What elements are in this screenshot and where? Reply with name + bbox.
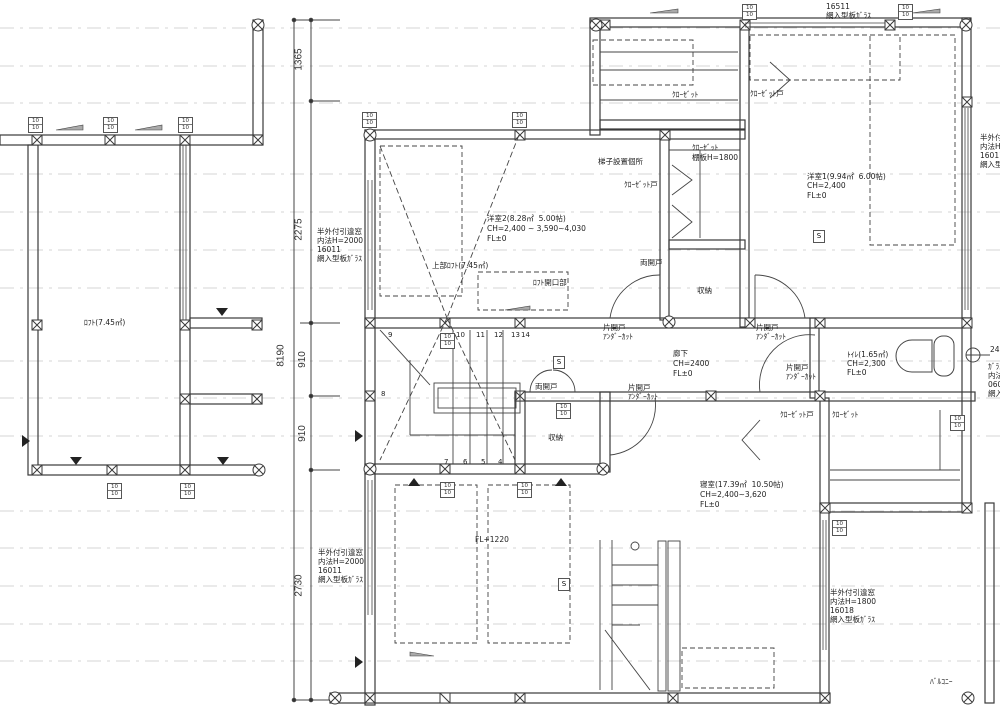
toilet-ch: CH=2,300 xyxy=(847,359,886,368)
closet-door-bedroom-label: ｸﾛｰｾﾞｯﾄ戸 xyxy=(780,410,814,419)
stair-step-9: 9 xyxy=(388,331,393,339)
dimension-lines xyxy=(291,17,340,703)
wedge-markers xyxy=(55,8,941,657)
stair-step-6: 6 xyxy=(463,458,468,466)
circle-columns xyxy=(251,18,975,705)
stair-step-8: 8 xyxy=(381,390,386,398)
window-note-right-top: 半外付 内法H 16011 網入型 xyxy=(980,133,1000,169)
hinged-door-2-label: 片開戸 ｱﾝﾀﾞｰｶｯﾄ xyxy=(756,323,786,341)
dim-910-b: 910 xyxy=(296,425,308,442)
dim-2730: 2730 xyxy=(293,574,305,597)
toilet-fixture xyxy=(895,335,990,377)
s-marker-loft: S xyxy=(558,578,570,591)
dim-total-8190: 8190 xyxy=(275,344,287,367)
corridor-label: 廊下 xyxy=(673,349,688,358)
loft-opening-label: ﾛﾌﾄ開口部 xyxy=(533,278,567,287)
loft-label: ﾛﾌﾄ(7.45㎡) xyxy=(84,318,126,327)
stair-step-7: 7 xyxy=(444,458,449,466)
storage-label-2: 収納 xyxy=(548,433,563,442)
double-door-2-label: 両開戸 xyxy=(535,382,558,391)
window-note-bedroom: 半外付引違窓 内法H=1800 16018 網入型板ｶﾞﾗｽ xyxy=(830,588,877,624)
stair xyxy=(379,51,960,692)
hinged-door-1-label: 片開戸 ｱﾝﾀﾞｰｶｯﾄ xyxy=(603,323,633,341)
bedroom-label: 寝室(17.39㎡ 10.50帖) xyxy=(700,480,784,489)
door-swings xyxy=(529,61,816,461)
column-markers xyxy=(31,18,975,705)
window-note-toilet: ｶﾞﾗｽ 内法 0600 網入 xyxy=(988,362,1000,398)
storage-label-1: 収納 xyxy=(697,286,712,295)
dim-1365: 1365 xyxy=(293,48,305,71)
upper-loft-label: 上部ﾛﾌﾄ(7.45㎡) xyxy=(432,261,489,270)
stair-step-13: 13 xyxy=(511,331,520,339)
toilet-label: ﾄｲﾚ(1.65㎡) xyxy=(847,350,889,359)
western-room-2-label: 洋室2(8.28㎡ 5.00帖) xyxy=(487,214,566,223)
corridor-fl: FL±0 xyxy=(673,369,693,378)
western-room-2-fl: FL±0 xyxy=(487,234,507,243)
western-room-1-fl: FL±0 xyxy=(807,191,827,200)
direction-markers xyxy=(22,308,567,668)
stair-step-11: 11 xyxy=(476,331,485,339)
balcony-label: ﾊﾞﾙｺﾆｰ xyxy=(930,677,953,686)
grid-lines xyxy=(0,27,1000,662)
x-box-columns xyxy=(31,19,973,704)
s-marker-corridor: S xyxy=(553,356,565,369)
closet-top-label: ｸﾛｰｾﾞｯﾄ xyxy=(672,90,699,99)
hinged-door-3-label: 片開戸 ｱﾝﾀﾞｰｶｯﾄ xyxy=(628,383,658,401)
stair-step-4: 4 xyxy=(498,458,503,466)
corridor-ch: CH=2400 xyxy=(673,359,710,368)
stair-step-5: 5 xyxy=(481,458,486,466)
toilet-fl: FL±0 xyxy=(847,368,867,377)
window-note-left-2: 半外付引違窓 内法H=2000 16011 網入型板ｶﾞﾗｽ xyxy=(318,548,365,584)
closet-door-mid-label: ｸﾛｰｾﾞｯﾄ戸 xyxy=(624,180,658,189)
dim-240: 240 xyxy=(990,345,1000,354)
western-room-2-ch: CH=2,400 ~ 3,590~4,030 xyxy=(487,224,586,233)
loft-outlines xyxy=(379,34,956,689)
dim-910-a: 910 xyxy=(296,351,308,368)
window-note-left-1: 半外付引違窓 内法H=2000 16011 網入型板ｶﾞﾗｽ xyxy=(317,227,364,263)
hinged-door-4-label: 片開戸 ｱﾝﾀﾞｰｶｯﾄ xyxy=(786,363,816,381)
double-door-1-label: 両開戸 xyxy=(640,258,663,267)
stair-step-14: 14 xyxy=(521,331,530,339)
closet-door-top-label: ｸﾛｰｾﾞｯﾄ戸 xyxy=(750,89,784,98)
stair-step-12: 12 xyxy=(494,331,503,339)
windows xyxy=(182,22,969,650)
ladder-note: 梯子設置個所 xyxy=(598,157,643,166)
closet-mid-label: ｸﾛｰｾﾞｯﾄ xyxy=(692,143,719,152)
closet-mid-shelf: 棚板H=1800 xyxy=(692,153,739,162)
window-note-top: 16511 網入型板ｶﾞﾗｽ xyxy=(826,2,871,20)
dim-2275: 2275 xyxy=(293,218,305,241)
stair-step-10: 10 xyxy=(456,331,465,339)
closet-bedroom-label: ｸﾛｰｾﾞｯﾄ xyxy=(832,410,859,419)
bedroom-fl: FL±0 xyxy=(700,500,720,509)
western-room-1-ch: CH=2,400 xyxy=(807,181,846,190)
loft-diagonals xyxy=(379,134,520,461)
stair-landing-level: FL+1220 xyxy=(475,535,509,544)
western-room-1-label: 洋室1(9.94㎡ 6.00帖) xyxy=(807,172,886,181)
s-marker-room1: S xyxy=(813,230,825,243)
bedroom-ch: CH=2,400~3,620 xyxy=(700,490,767,499)
